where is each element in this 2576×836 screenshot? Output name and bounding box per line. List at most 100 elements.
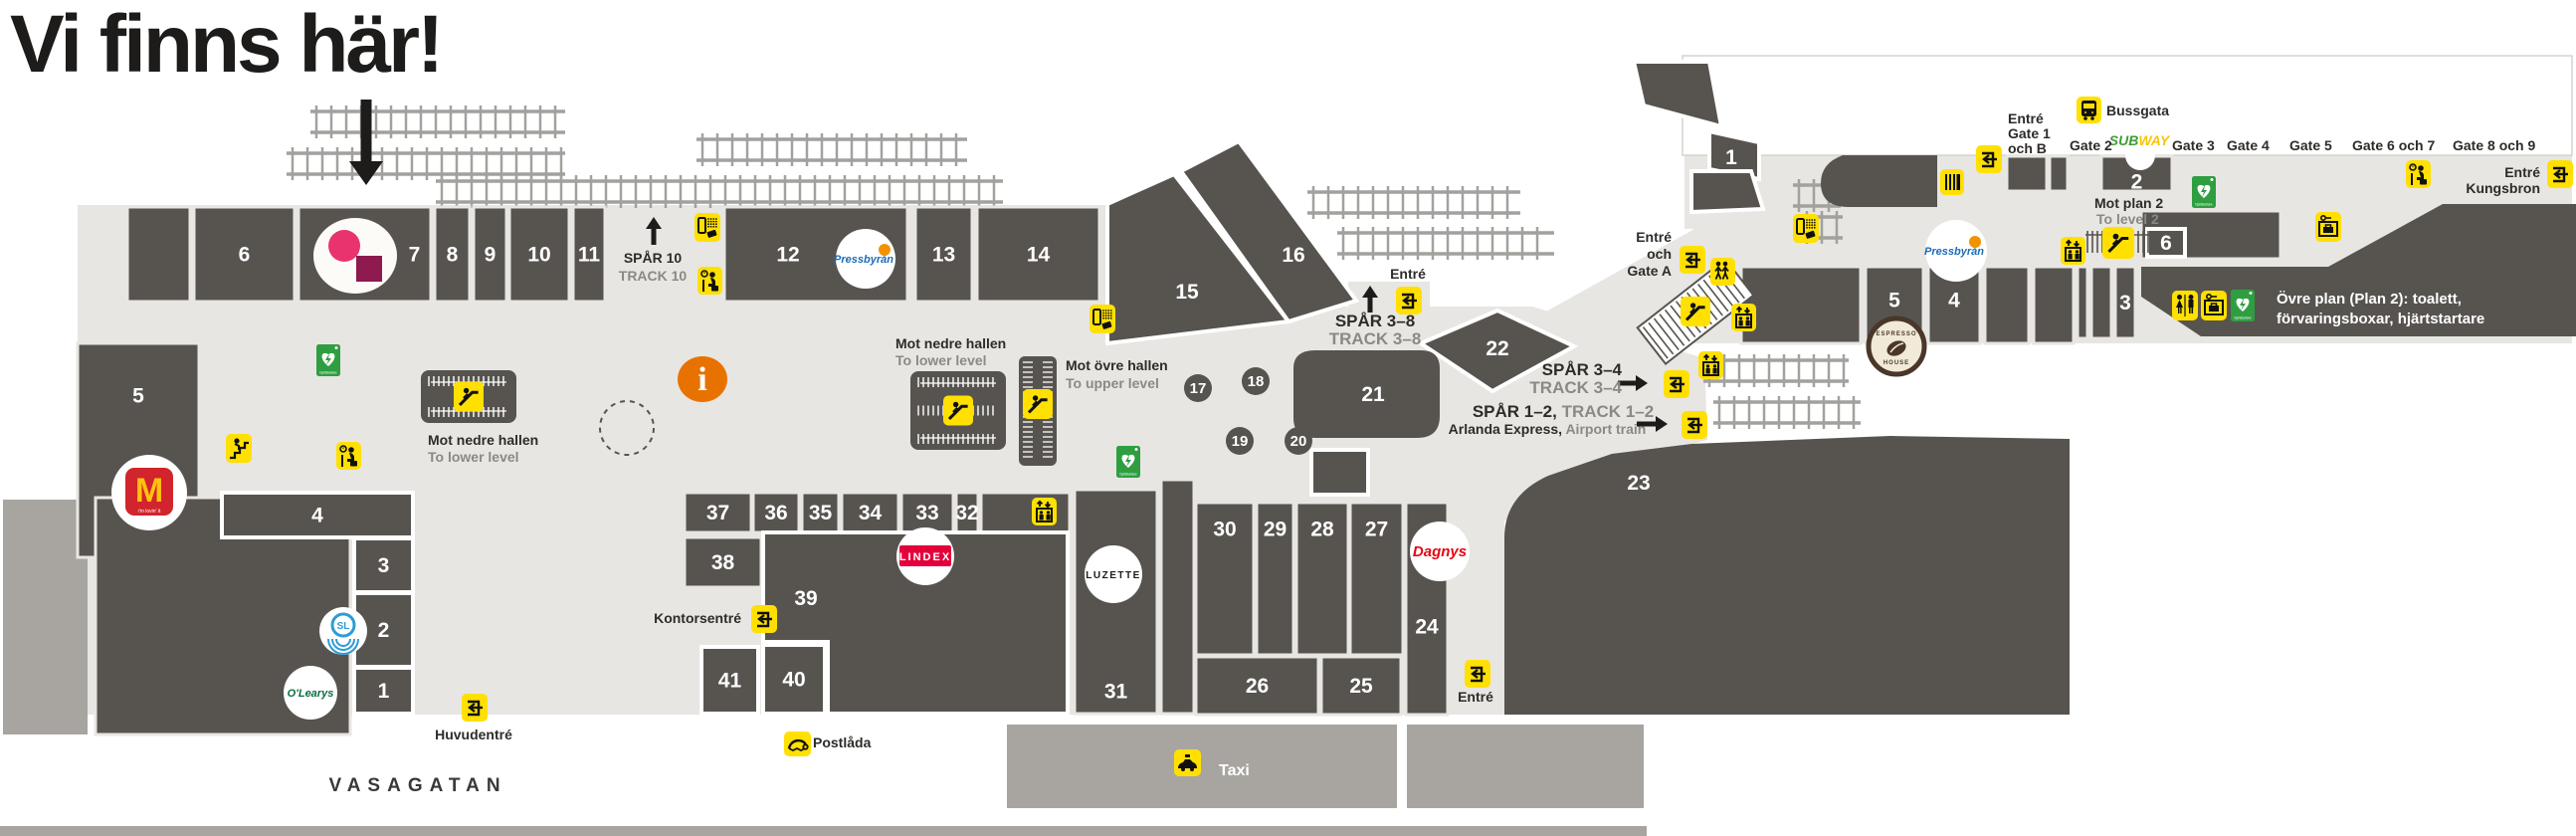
room-18: 18 [1242,367,1270,395]
svg-text:5: 5 [132,385,144,408]
svg-text:38: 38 [711,551,735,574]
track-n-upper [696,133,967,166]
blob-27nw [1309,448,1370,497]
people-luggage-icon [1710,258,1735,286]
escalator-west [421,370,516,423]
label-bussgata: Bussgata [2106,103,2169,118]
svg-text:3: 3 [2119,292,2131,314]
label-postlåda: Postlåda [813,734,872,750]
svg-text:9: 9 [485,244,496,267]
taxi-street [1007,725,1397,808]
svg-text:19: 19 [1232,433,1249,450]
mass-nw-sliver [1631,60,1724,129]
postbox-icon [784,732,811,756]
label-huvudentr-: Huvudentré [435,727,512,742]
svg-text:18: 18 [1248,373,1265,390]
label-mot-övre-hallen: Mot övre hallen [1066,357,1168,373]
track-nw-upper [310,105,565,138]
label-och-b: och B [2008,140,2047,156]
svg-text:hjärtstartare: hjärtstartare [2234,316,2251,320]
svg-text:14: 14 [1027,244,1051,267]
room-37: 37 [683,491,753,534]
label-entr-: Entré [2504,164,2540,180]
room-14: 14 [975,205,1101,304]
escalator-mid [910,371,1006,450]
taxi-icon [1174,749,1201,776]
elevator-plan2-icon [2061,237,2085,265]
svg-text:hjärtstartare: hjärtstartare [319,371,336,375]
room-6: 6 [192,205,297,304]
label-track-3-4: TRACK 3–4 [1529,378,1622,397]
label-gate-5: Gate 5 [2289,137,2332,153]
sl-logo: SL [319,607,367,655]
track-38-lower [1337,227,1554,260]
elevator-spar34-icon [1698,351,1723,379]
defibrillator-icon-2: hjärtstartare [1116,446,1140,478]
toilets-icon [2172,291,2198,320]
lindex-logo: LINDEX [896,527,954,585]
mass-m2 [1821,155,1937,207]
title-arrow [349,100,383,185]
label-gate-1: Gate 1 [2008,125,2051,141]
label-vasagatan: VASAGATAN [328,775,506,796]
locker-icon-1 [2315,212,2341,242]
entre-spar38-icon [1396,287,1422,314]
room-6rb: 6 [2145,227,2187,259]
olearys-logo: O'Learys [284,666,337,720]
label-to-lower-level: To lower level [895,352,987,368]
svg-text:ESPRESSO: ESPRESSO [1876,331,1916,337]
room-gateA2 [2048,154,2070,193]
svg-text:34: 34 [859,502,883,524]
svg-text:HOUSE: HOUSE [1883,360,1909,366]
elevator-icon-shops [1032,498,1057,525]
label-entr-: Entré [1636,229,1672,245]
room-1: 1 [352,666,415,716]
room-20: 20 [1285,427,1312,455]
mass-west-wall [1689,169,1766,215]
label-kontorsentr-: Kontorsentré [654,610,741,626]
track-38-upper [1307,186,1520,219]
svg-text:M: M [135,472,163,510]
svg-text:13: 13 [932,244,955,267]
svg-text:Pressbyrån: Pressbyrån [834,254,893,266]
svg-text:32: 32 [955,502,978,524]
label-mot-plan-2: Mot plan 2 [2094,195,2163,211]
room-21: 21 [1293,350,1440,438]
label-to-upper-level: To upper level [1066,375,1159,391]
svg-text:16: 16 [1282,244,1304,267]
svg-text:6: 6 [239,244,251,267]
svg-text:41: 41 [718,670,742,693]
room-10: 10 [507,205,571,304]
room-33: 33 [899,491,955,534]
svg-text:17: 17 [1190,380,1207,397]
svg-text:SUBWAY: SUBWAY [2109,132,2171,148]
svg-text:i'm lovin' it: i'm lovin' it [138,509,161,515]
room-19: 19 [1226,427,1254,455]
room-rbU2 [2032,265,2076,345]
room-ucol [1159,478,1196,716]
spar34-arrow [1618,375,1648,391]
escalator-plan2 [2085,227,2151,259]
spar10-arrow [646,217,662,245]
locker-icon-2 [2201,291,2227,320]
room-30: 30 [1194,501,1256,657]
label-gate-8-och-9: Gate 8 och 9 [2453,137,2535,153]
label-spår-3-4: SPÅR 3–4 [1542,360,1623,379]
escalator-up-hall [1019,356,1057,466]
svg-text:1: 1 [1725,146,1737,169]
label-gate-3: Gate 3 [2172,137,2215,153]
label-gate-6-och-7: Gate 6 och 7 [2352,137,2435,153]
room-ncol2 [2089,265,2113,340]
svg-text:2: 2 [378,619,390,642]
room-38: 38 [683,535,763,589]
svg-text:hjärtstartare: hjärtstartare [2195,203,2212,207]
gates-rack-icon [1940,169,1964,195]
svg-text:Dagnys: Dagnys [1413,543,1467,560]
label-entr-: Entré [1458,689,1493,705]
entre-kungsbron-icon [2547,160,2573,188]
label-spår-3-8: SPÅR 3–8 [1335,312,1415,330]
svg-text:35: 35 [809,502,833,524]
svg-text:12: 12 [776,244,799,267]
